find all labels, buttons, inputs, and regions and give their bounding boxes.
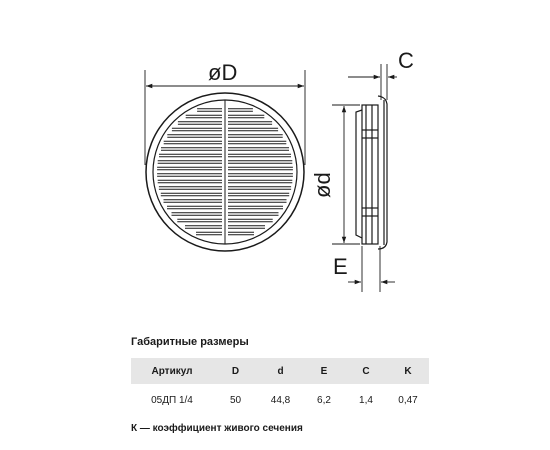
grille-slat	[228, 160, 293, 164]
grille-slat	[228, 140, 287, 145]
flange-thickness-label: C	[398, 48, 414, 73]
grille-slat	[228, 134, 283, 138]
grille-slat	[167, 205, 222, 210]
inner-diameter-label: ød	[310, 172, 335, 198]
grille-slat	[177, 121, 222, 125]
grille-slat	[167, 134, 222, 138]
footnote: К — коэффициент живого сечения	[131, 423, 303, 434]
cell-article: 05ДП 1/4	[151, 394, 193, 406]
grille-slats	[157, 108, 293, 236]
grille-slat	[228, 147, 289, 151]
grille-slat	[158, 186, 222, 190]
header-d-inner: d	[258, 358, 303, 384]
grille-slat	[228, 231, 254, 236]
cell-c: 1,4	[359, 394, 373, 406]
table-header-row: Артикул D d E C K	[131, 358, 429, 384]
header-article: Артикул	[131, 358, 213, 384]
grille-slat	[163, 199, 222, 203]
grille-slat	[157, 179, 222, 184]
header-e: E	[303, 358, 345, 384]
header-d-outer: D	[213, 358, 258, 384]
inner-diameter-dimension	[332, 104, 360, 245]
grille-slat	[157, 166, 222, 171]
grille-side-view	[355, 95, 388, 250]
grille-slat	[228, 205, 283, 210]
depth-dimension	[348, 246, 395, 292]
grille-slat	[228, 179, 293, 184]
depth-label: E	[333, 254, 348, 279]
grille-slat	[196, 231, 222, 236]
grille-slat	[228, 218, 273, 223]
grille-slat	[171, 212, 222, 216]
grille-slat	[228, 173, 293, 177]
table-title: Габаритные размеры	[131, 336, 249, 348]
header-k: K	[387, 358, 429, 384]
grille-slat	[228, 192, 290, 197]
grille-slat	[228, 166, 293, 171]
grille-slat	[228, 114, 265, 119]
cell-e: 6,2	[317, 394, 331, 406]
cell-k: 0,47	[398, 394, 418, 406]
grille-slat	[228, 186, 292, 190]
outer-diameter-dimension	[144, 70, 306, 165]
grille-slat	[161, 147, 222, 151]
dimensions-table: Артикул D d E C K 05ДП 1/4 50 44,8 6,2 1…	[131, 358, 429, 416]
header-c: C	[345, 358, 387, 384]
grille-slat	[185, 114, 222, 119]
cell-d-inner: 44,8	[270, 394, 291, 406]
grille-slat	[185, 225, 222, 229]
grille-slat	[160, 192, 222, 197]
cell-d-outer: 50	[229, 394, 242, 406]
grille-slat	[177, 218, 222, 223]
grille-slat	[163, 140, 222, 145]
grille-slat	[159, 153, 222, 158]
grille-slat	[228, 127, 279, 132]
grille-slat	[157, 173, 222, 177]
grille-slat	[228, 212, 279, 216]
flange-thickness-dimension	[348, 64, 397, 100]
grille-slat	[197, 108, 222, 112]
table-row: 05ДП 1/4 50 44,8 6,2 1,4 0,47	[131, 384, 429, 416]
grille-slat	[228, 121, 273, 125]
outer-diameter-label: øD	[208, 60, 237, 85]
grille-slat	[228, 225, 265, 229]
technical-drawing: øD ød C E	[144, 48, 414, 292]
grille-slat	[171, 127, 222, 132]
grille-slat	[228, 153, 291, 158]
grille-slat	[228, 199, 287, 203]
grille-front-view	[145, 92, 305, 252]
grille-slat	[228, 108, 253, 112]
grille-slat	[157, 160, 222, 164]
